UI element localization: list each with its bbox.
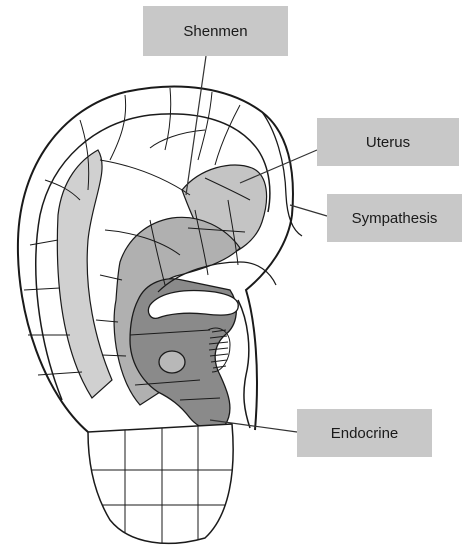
- shenmen-label: Shenmen: [143, 6, 288, 56]
- earlobe-outline: [88, 424, 233, 543]
- uterus-label: Uterus: [317, 118, 459, 166]
- endocrine-label: Endocrine: [297, 409, 432, 457]
- sympathesis-label: Sympathesis: [327, 194, 462, 242]
- tragus-outline: [238, 300, 250, 428]
- uterus-leader: [240, 150, 317, 183]
- sympathesis-leader: [290, 205, 327, 216]
- scapha-shade: [57, 150, 112, 398]
- ear-canal: [159, 351, 185, 373]
